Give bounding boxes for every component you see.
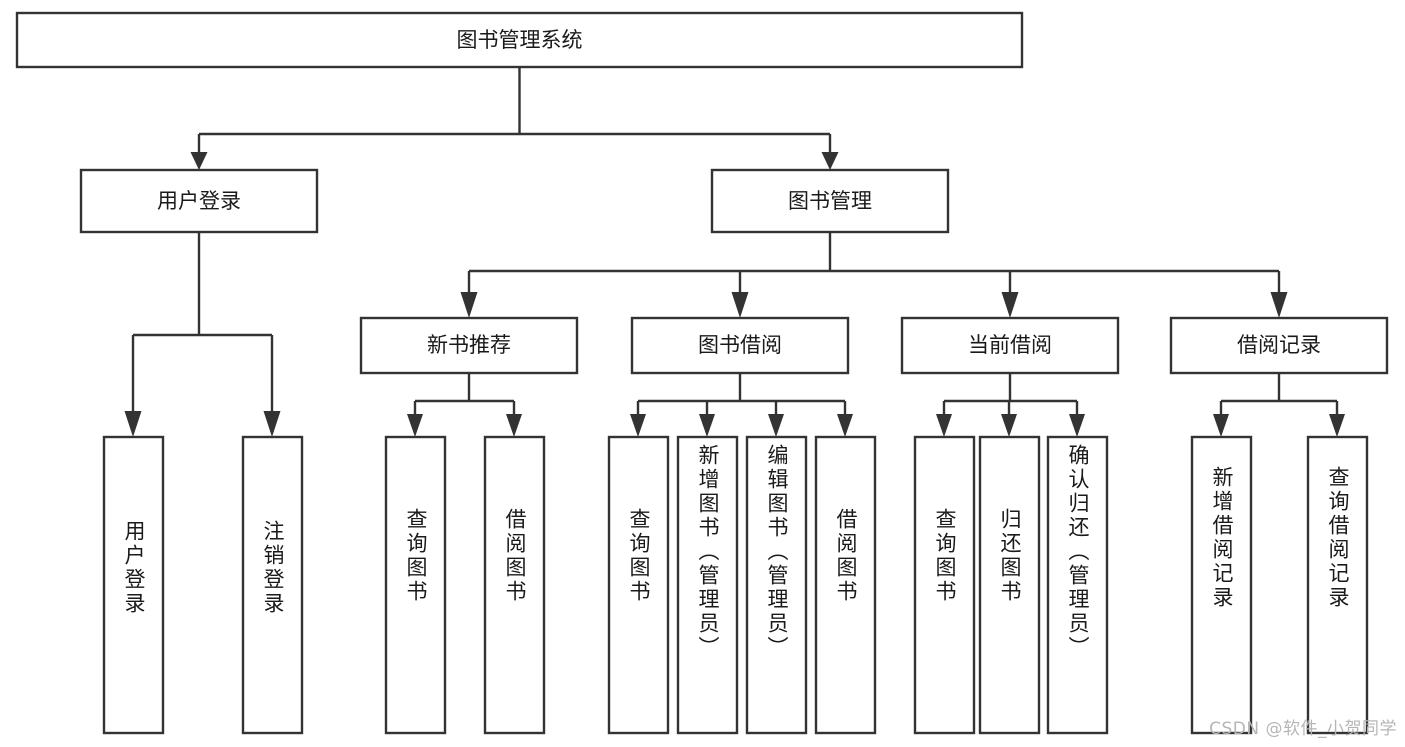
arrowhead-new-book — [460, 292, 478, 318]
arrowhead-leaf-user-login — [124, 411, 142, 437]
connector-group — [124, 67, 1345, 437]
leaf-box-cb-confirm-return[interactable] — [1046, 435, 1109, 735]
arrowhead-bb-leaf-2 — [699, 414, 715, 437]
leaf-box-cb-return-book[interactable] — [978, 435, 1041, 735]
leaf-box-bb-edit-book[interactable] — [745, 435, 808, 735]
node-book-borrow-label: 图书借阅 — [698, 333, 782, 357]
node-user-login-label: 用户登录 — [157, 189, 241, 213]
leaf-box-br-add-record[interactable] — [1190, 435, 1253, 735]
arrowhead-br-leaf-1 — [1213, 414, 1229, 437]
leaf-box-bb-query-book[interactable] — [607, 435, 670, 735]
arrowhead-nb-leaf-1 — [407, 414, 423, 437]
arrowhead-cb-leaf-1 — [936, 414, 952, 437]
node-user-login-box[interactable] — [79, 168, 319, 234]
arrowhead-cb-leaf-2 — [1001, 414, 1017, 437]
node-book-borrow-box[interactable] — [630, 316, 850, 375]
leaf-box-logout[interactable] — [241, 435, 304, 735]
node-book-management-box[interactable] — [710, 168, 950, 234]
leaf-box-bb-add-book[interactable] — [676, 435, 739, 735]
arrowhead-borrow-record — [1270, 292, 1288, 318]
node-new-book-recommend-box[interactable] — [359, 316, 579, 375]
node-book-management[interactable]: 图书管理 — [710, 168, 950, 234]
node-borrow-record-box[interactable] — [1169, 316, 1389, 375]
node-current-borrow-box[interactable] — [900, 316, 1120, 375]
node-borrow-record-label: 借阅记录 — [1237, 333, 1321, 357]
arrowhead-nb-leaf-2 — [506, 414, 522, 437]
arrowhead-leaf-logout — [263, 411, 281, 437]
arrowhead-br-leaf-2 — [1329, 414, 1345, 437]
node-book-management-label: 图书管理 — [788, 189, 872, 213]
leaf-box-nb-borrow-book[interactable] — [483, 435, 546, 735]
arrowhead-book-borrow — [731, 292, 749, 318]
arrowhead-book-mgmt — [821, 152, 839, 170]
leaf-box-cb-query-book[interactable] — [913, 435, 976, 735]
node-book-borrow[interactable]: 图书借阅 — [630, 316, 850, 375]
node-new-book-recommend[interactable]: 新书推荐 — [359, 316, 579, 375]
node-root-box[interactable] — [15, 11, 1024, 69]
leaf-box-user-login[interactable] — [102, 435, 165, 735]
node-current-borrow-label: 当前借阅 — [968, 333, 1052, 357]
arrowhead-current-borrow — [1001, 292, 1019, 318]
arrowhead-bb-leaf-3 — [768, 414, 784, 437]
node-current-borrow[interactable]: 当前借阅 — [900, 316, 1120, 375]
node-user-login[interactable]: 用户登录 — [79, 168, 319, 234]
arrowhead-bb-leaf-1 — [630, 414, 646, 437]
leaf-box-group — [102, 435, 1369, 735]
node-root[interactable]: 图书管理系统 — [15, 11, 1024, 69]
arrowhead-cb-leaf-3 — [1069, 414, 1085, 437]
node-borrow-record[interactable]: 借阅记录 — [1169, 316, 1389, 375]
arrowhead-user-login — [190, 152, 208, 170]
node-new-book-recommend-label: 新书推荐 — [427, 333, 511, 357]
leaf-box-br-query-record[interactable] — [1306, 435, 1369, 735]
arrowhead-bb-leaf-4 — [837, 414, 853, 437]
node-root-label: 图书管理系统 — [457, 28, 583, 52]
leaf-box-bb-borrow-book[interactable] — [814, 435, 877, 735]
leaf-box-nb-query-book[interactable] — [384, 435, 447, 735]
